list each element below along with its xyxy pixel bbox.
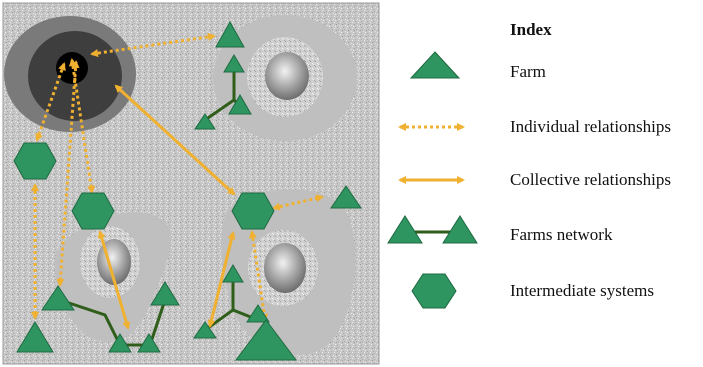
farm-triangle [235, 319, 297, 361]
legend-hexagon-icon [411, 273, 457, 309]
individual-relationship-arrow [56, 60, 80, 287]
farm-triangle [137, 333, 161, 353]
farm-triangle [246, 304, 270, 323]
legend-label-intermediate: Intermediate systems [510, 281, 654, 300]
farms [16, 20, 362, 361]
farm-triangle [215, 20, 245, 48]
hexagon-center [71, 192, 115, 230]
legend-label-network: Farms network [510, 225, 613, 244]
farm-triangle [41, 285, 75, 311]
hexagon-left [13, 142, 57, 180]
farm-triangle [222, 264, 244, 283]
legend-title: Index [510, 20, 552, 39]
individual-relationship-arrow [248, 230, 269, 322]
individual-relationship-arrow [90, 32, 216, 58]
zone-top-right [213, 15, 357, 141]
farm-triangle [150, 281, 180, 306]
legend-network-icon [387, 215, 478, 244]
zone-center [4, 16, 136, 132]
individual-relationship-arrow [68, 58, 96, 194]
farm-triangle [16, 321, 54, 353]
collective-relationship-arrow [114, 84, 236, 196]
individual-relationships [31, 32, 324, 322]
legend-label-farm: Farm [510, 62, 546, 81]
farm-triangle [330, 185, 362, 209]
collective-relationships [97, 84, 236, 330]
farm-triangle [223, 54, 245, 73]
farm-triangle [193, 321, 217, 339]
legend-label-individual: Individual relationships [510, 117, 672, 136]
farm-triangle [108, 333, 132, 353]
intermediate-systems [13, 142, 275, 230]
collective-relationship-arrow [97, 230, 131, 330]
farm-triangle [228, 94, 252, 115]
hexagon-right [231, 192, 275, 230]
collective-relationship-arrow [207, 231, 236, 328]
individual-relationship-arrow [272, 194, 324, 211]
farm-triangle [194, 113, 216, 130]
legend-farm-icon [409, 51, 461, 79]
legend-label-collective: Collective relationships [510, 170, 671, 189]
legend-symbols [387, 51, 478, 309]
